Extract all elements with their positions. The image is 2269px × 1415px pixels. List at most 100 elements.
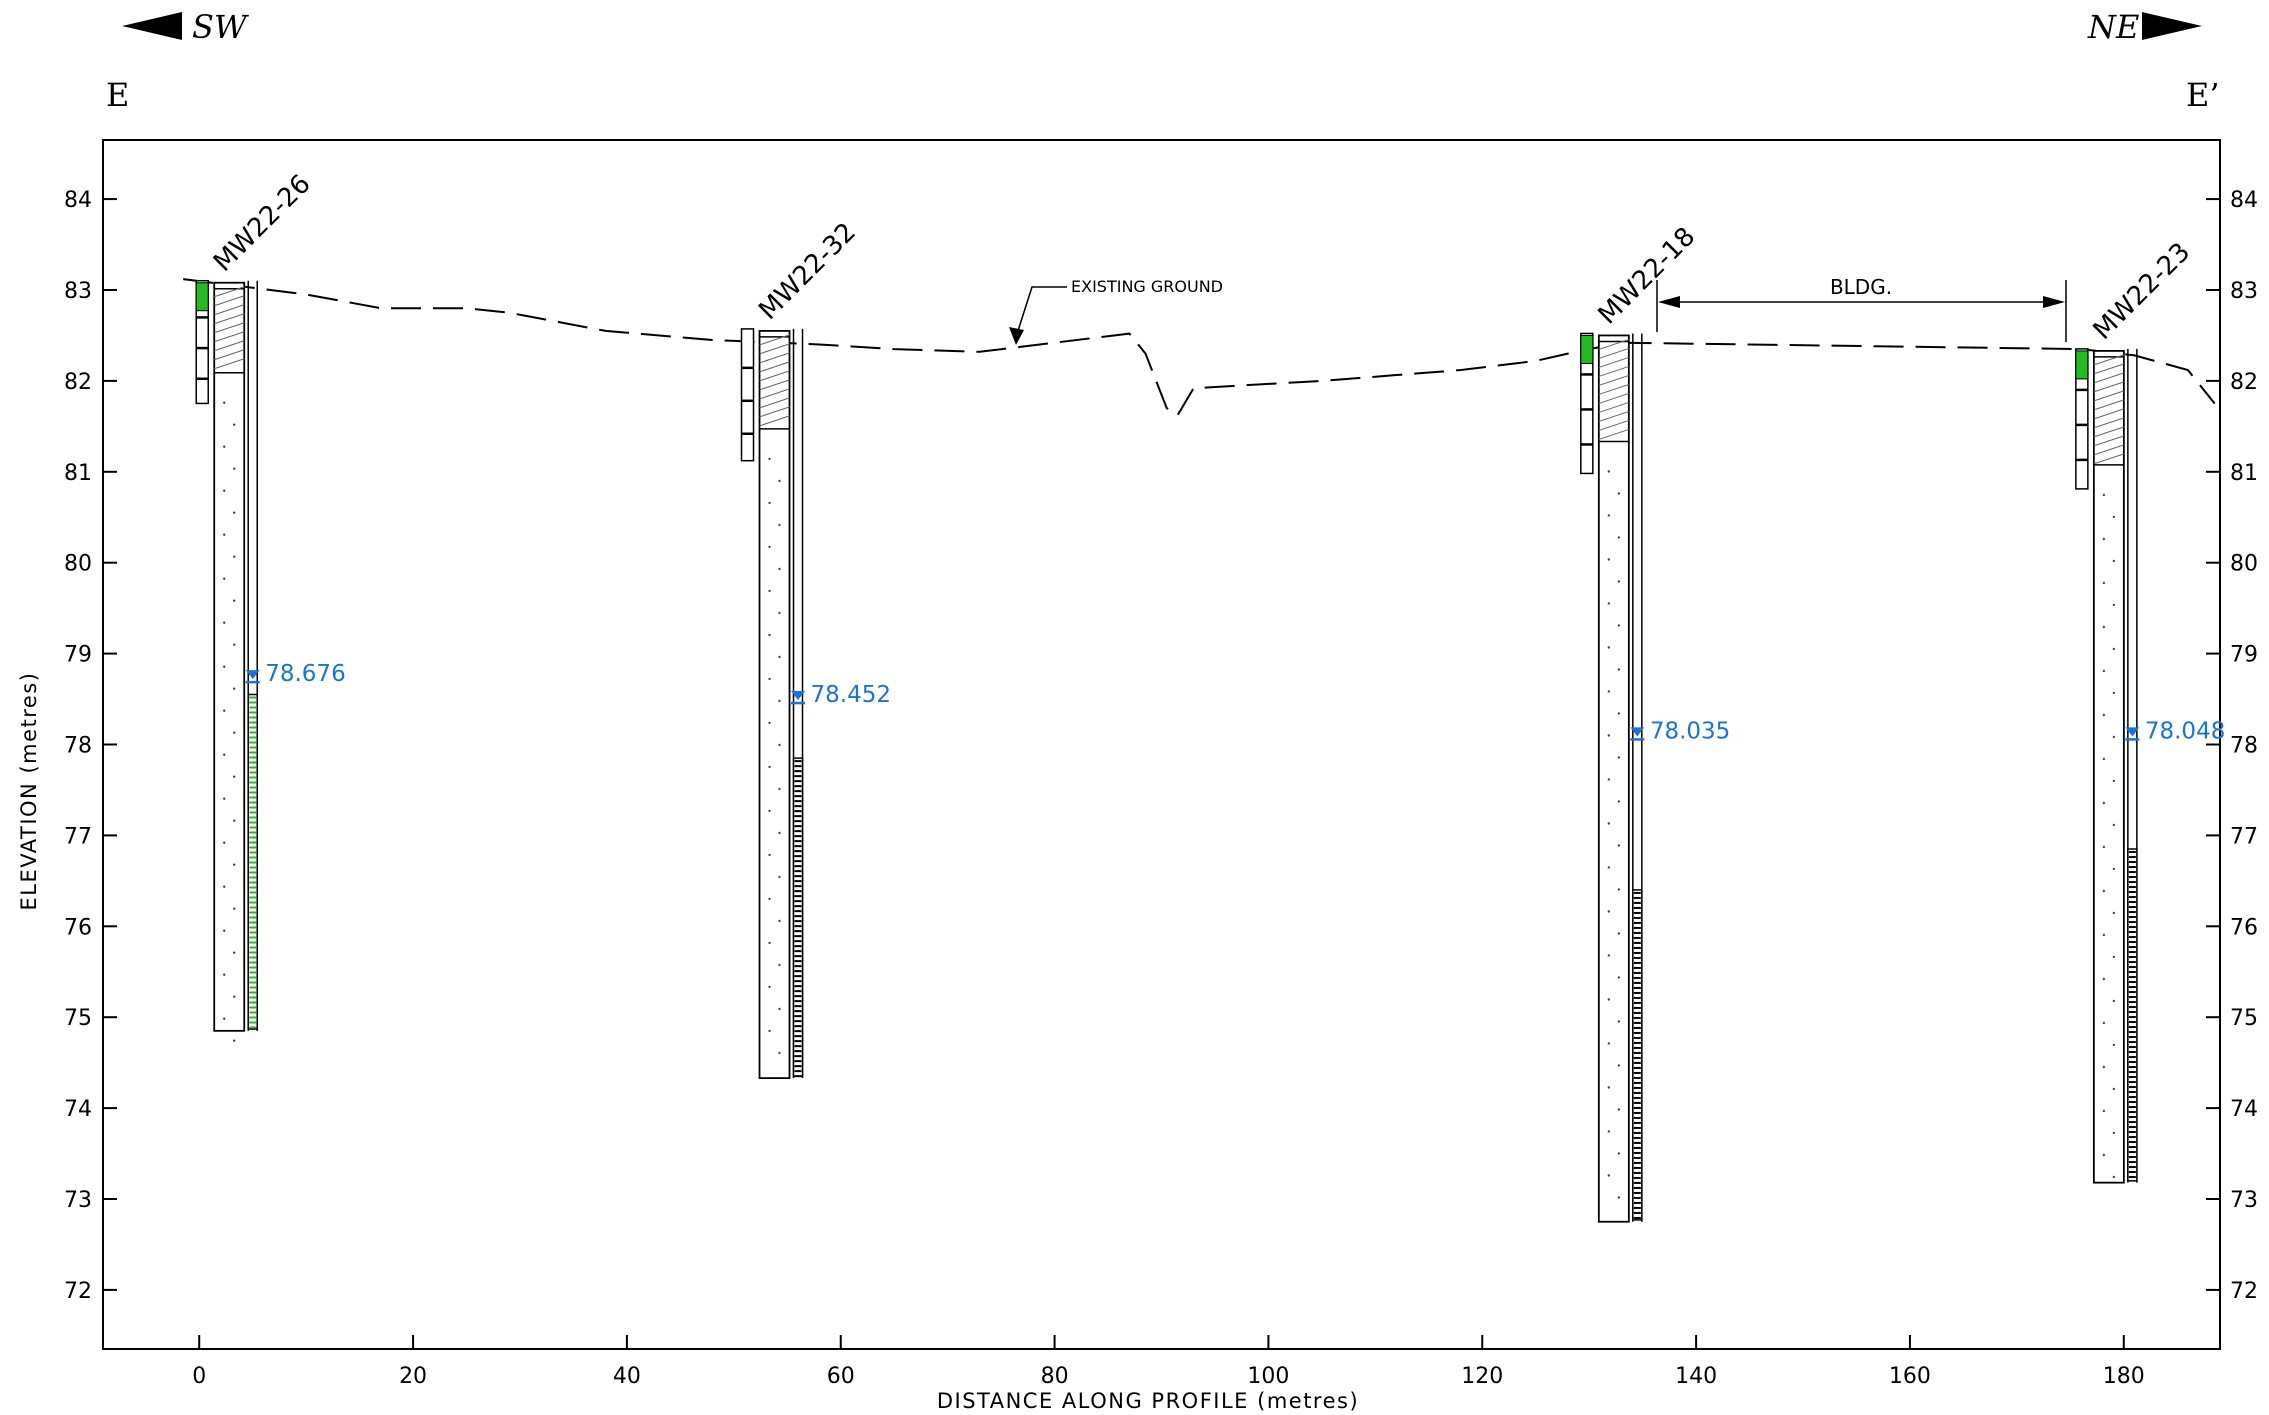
hatch-line xyxy=(2093,444,2125,456)
sand-dot xyxy=(2112,515,2116,519)
sand-dot xyxy=(2112,1087,2116,1091)
hatch-line xyxy=(2093,426,2125,438)
sand-dot xyxy=(233,555,236,558)
water-level-icon xyxy=(245,670,260,680)
plot-frame xyxy=(102,139,2221,1350)
sand-dot xyxy=(1617,536,1621,539)
sand-dot xyxy=(2102,713,2106,717)
water-level-icon xyxy=(791,691,806,701)
sand-dot xyxy=(2112,867,2116,871)
sand-dot xyxy=(1617,932,1621,935)
wells-layer: 78.676MW22-2678.452MW22-3278.035MW22-187… xyxy=(195,169,2225,1223)
hatch-line xyxy=(1598,410,1629,422)
hatch-line xyxy=(1598,401,1629,413)
fill-hatch xyxy=(2093,354,2125,466)
sand-dot xyxy=(233,951,236,954)
sand-dot xyxy=(1607,690,1611,693)
sand-dot xyxy=(778,523,781,527)
well-label: MW22-23 xyxy=(2088,237,2197,346)
sand-dot xyxy=(1607,778,1611,781)
existing-ground-label: EXISTING GROUND xyxy=(1071,277,1223,296)
sand-dot xyxy=(2112,1175,2116,1179)
sand-dot xyxy=(768,501,771,505)
callout-arrow-icon xyxy=(1009,327,1024,345)
y-axis-title: ELEVATION (metres) xyxy=(17,672,41,911)
sand-dot xyxy=(2102,1109,2106,1113)
hatch-line xyxy=(1598,347,1629,359)
sand-dot xyxy=(1617,756,1621,759)
sand-dot xyxy=(2102,1065,2106,1069)
arrow-right-icon xyxy=(2142,12,2202,40)
sand-dot xyxy=(2112,955,2116,959)
sand-dot xyxy=(1607,998,1611,1001)
sample-marker xyxy=(2075,350,2089,380)
sand-dot xyxy=(2112,999,2116,1003)
sand-dot xyxy=(2102,801,2106,805)
x-tick-label: 40 xyxy=(613,1364,641,1389)
sand-dot xyxy=(1607,734,1611,737)
dimension-arrow-right-icon xyxy=(2043,296,2065,308)
hatch-line xyxy=(759,397,790,409)
x-tick-label: 0 xyxy=(192,1364,206,1389)
well-screen xyxy=(2127,848,2138,1182)
hatch-line xyxy=(214,340,245,352)
sand-dot xyxy=(1617,624,1621,627)
sand-dot xyxy=(1607,558,1611,561)
hatch-line xyxy=(2093,354,2125,366)
section-label-left: E xyxy=(106,76,129,114)
sand-dot xyxy=(2112,691,2116,695)
arrow-left-icon xyxy=(122,12,182,40)
sand-dot xyxy=(2102,845,2106,849)
hatch-line xyxy=(1598,392,1629,404)
borehole-column xyxy=(1597,334,1630,1223)
sand-dot xyxy=(1607,954,1611,957)
hatch-line xyxy=(759,415,790,427)
sand-dot xyxy=(2102,757,2106,761)
sand-dot xyxy=(233,775,236,778)
y-tick-label: 77 xyxy=(2230,824,2258,849)
sand-dot xyxy=(233,995,236,998)
hatch-line xyxy=(1598,374,1629,386)
y-tick-label: 72 xyxy=(2230,1279,2258,1304)
sand-dot xyxy=(223,621,226,624)
sand-dot xyxy=(2102,537,2106,541)
sand-dot xyxy=(223,665,226,668)
sand-dot xyxy=(1607,822,1611,825)
sand-dot xyxy=(2102,1153,2106,1157)
x-tick-label: 100 xyxy=(1247,1364,1289,1389)
y-tick-label: 79 xyxy=(2230,643,2258,668)
sand-dot xyxy=(768,677,771,681)
sand-dot xyxy=(768,853,771,857)
well-label: MW22-18 xyxy=(1593,222,1702,331)
sand-dot xyxy=(1617,580,1621,583)
fill-hatch xyxy=(214,286,245,374)
x-tick-label: 80 xyxy=(1041,1364,1069,1389)
sand-dot xyxy=(1617,1196,1621,1199)
sand-dot xyxy=(778,787,781,791)
y-tick-label: 77 xyxy=(64,824,92,849)
sand-dot xyxy=(2112,603,2116,607)
sample-marker xyxy=(195,282,209,312)
sand-dot xyxy=(1617,712,1621,715)
sand-dot xyxy=(2102,1021,2106,1025)
sand-dot xyxy=(223,1017,226,1020)
well-label: MW22-32 xyxy=(753,217,862,326)
building-extent: BLDG. xyxy=(1656,275,2067,342)
sand-dot xyxy=(2112,559,2116,563)
sand-dot xyxy=(1607,1086,1611,1089)
hatch-line xyxy=(214,358,245,370)
sand-dot xyxy=(778,831,781,835)
hatch-line xyxy=(2093,417,2125,429)
y-tick-label: 73 xyxy=(64,1188,92,1213)
sand-dot xyxy=(1607,646,1611,649)
hatch-line xyxy=(1598,365,1629,377)
sand-dot xyxy=(1617,1108,1621,1111)
sand-dot xyxy=(223,445,226,448)
sand-dot xyxy=(778,963,781,967)
direction-left: SW xyxy=(192,8,250,46)
hatch-line xyxy=(2093,399,2125,411)
borehole-column xyxy=(758,329,791,1080)
y-tick-label: 78 xyxy=(2230,734,2258,759)
water-level-label: 78.676 xyxy=(265,661,345,687)
